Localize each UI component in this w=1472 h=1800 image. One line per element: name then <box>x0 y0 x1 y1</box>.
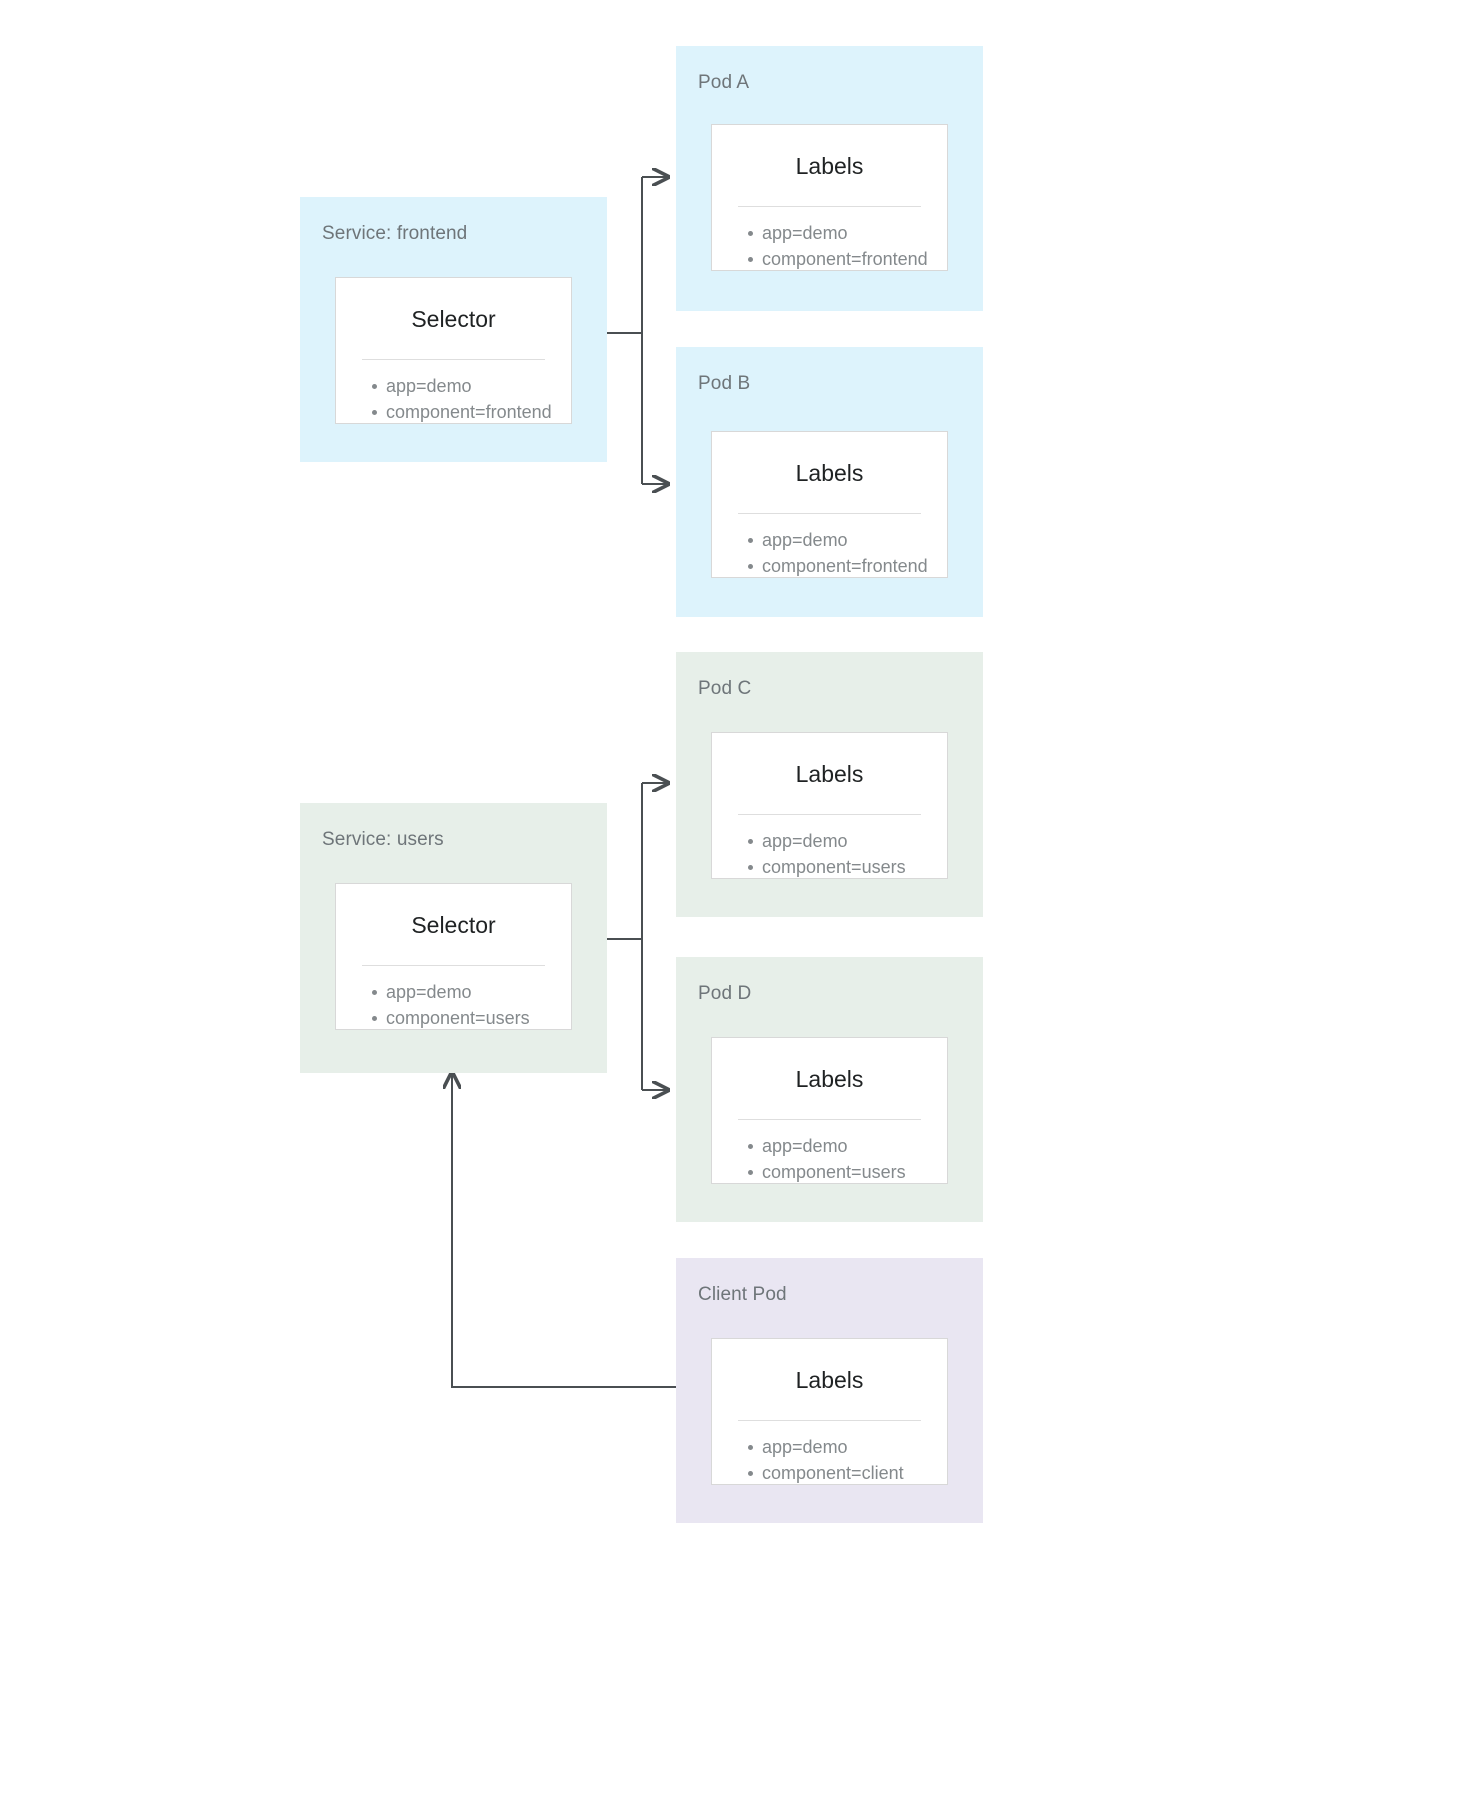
labels-heading: Labels <box>795 460 864 486</box>
card-divider <box>738 1119 921 1120</box>
pod-label-item: app=demo <box>712 829 947 855</box>
pod-d-labels-card[interactable]: Labels app=demo component=users <box>711 1037 948 1184</box>
connector-client-to-users <box>452 1073 676 1388</box>
pod-label-item: component=frontend <box>712 247 947 273</box>
pod-b-group[interactable]: Pod B Labels app=demo component=frontend <box>676 347 983 617</box>
pod-c-labels-card[interactable]: Labels app=demo component=users <box>711 732 948 879</box>
labels-heading: Labels <box>795 153 864 179</box>
client-pod-label-list: app=demo component=client <box>712 1421 947 1486</box>
pod-a-label-list: app=demo component=frontend <box>712 207 947 272</box>
service-users-title: Service: users <box>322 829 444 850</box>
client-pod-title: Client Pod <box>698 1284 787 1305</box>
pod-label-item: component=frontend <box>712 554 947 580</box>
labels-heading: Labels <box>795 1367 864 1393</box>
selector-label-list: app=demo component=users <box>336 966 571 1031</box>
pod-label-item: component=users <box>712 855 947 881</box>
pod-label-item: app=demo <box>712 1134 947 1160</box>
service-frontend-selector-card[interactable]: Selector app=demo component=frontend <box>335 277 572 424</box>
card-divider <box>738 1420 921 1421</box>
service-frontend-group[interactable]: Service: frontend Selector app=demo comp… <box>300 197 607 462</box>
pod-label-item: app=demo <box>712 221 947 247</box>
selector-heading: Selector <box>411 912 496 938</box>
pod-label-item: component=users <box>712 1160 947 1186</box>
card-divider <box>362 965 545 966</box>
pod-d-title: Pod D <box>698 983 752 1004</box>
pod-a-labels-card[interactable]: Labels app=demo component=frontend <box>711 124 948 271</box>
pod-label-item: app=demo <box>712 528 947 554</box>
card-divider <box>738 206 921 207</box>
pod-c-title: Pod C <box>698 678 752 699</box>
card-divider <box>738 814 921 815</box>
labels-heading: Labels <box>795 1066 864 1092</box>
pod-a-group[interactable]: Pod A Labels app=demo component=frontend <box>676 46 983 311</box>
service-frontend-title: Service: frontend <box>322 223 468 244</box>
pod-c-group[interactable]: Pod C Labels app=demo component=users <box>676 652 983 917</box>
pod-b-labels-card[interactable]: Labels app=demo component=frontend <box>711 431 948 578</box>
pod-label-item: app=demo <box>712 1435 947 1461</box>
selector-label-item: app=demo <box>336 374 571 400</box>
selector-label-list: app=demo component=frontend <box>336 360 571 425</box>
pod-c-label-list: app=demo component=users <box>712 815 947 880</box>
service-users-group[interactable]: Service: users Selector app=demo compone… <box>300 803 607 1073</box>
selector-label-item: component=frontend <box>336 400 571 426</box>
selector-heading: Selector <box>411 306 496 332</box>
card-divider <box>362 359 545 360</box>
pod-d-group[interactable]: Pod D Labels app=demo component=users <box>676 957 983 1222</box>
pod-b-title: Pod B <box>698 373 751 394</box>
card-divider <box>738 513 921 514</box>
selector-label-item: app=demo <box>336 980 571 1006</box>
client-pod-group[interactable]: Client Pod Labels app=demo component=cli… <box>676 1258 983 1523</box>
pod-d-label-list: app=demo component=users <box>712 1120 947 1185</box>
pod-b-label-list: app=demo component=frontend <box>712 514 947 579</box>
pod-label-item: component=client <box>712 1461 947 1487</box>
service-users-selector-card[interactable]: Selector app=demo component=users <box>335 883 572 1030</box>
client-pod-labels-card[interactable]: Labels app=demo component=client <box>711 1338 948 1485</box>
pod-a-title: Pod A <box>698 72 750 93</box>
labels-heading: Labels <box>795 761 864 787</box>
selector-label-item: component=users <box>336 1006 571 1032</box>
